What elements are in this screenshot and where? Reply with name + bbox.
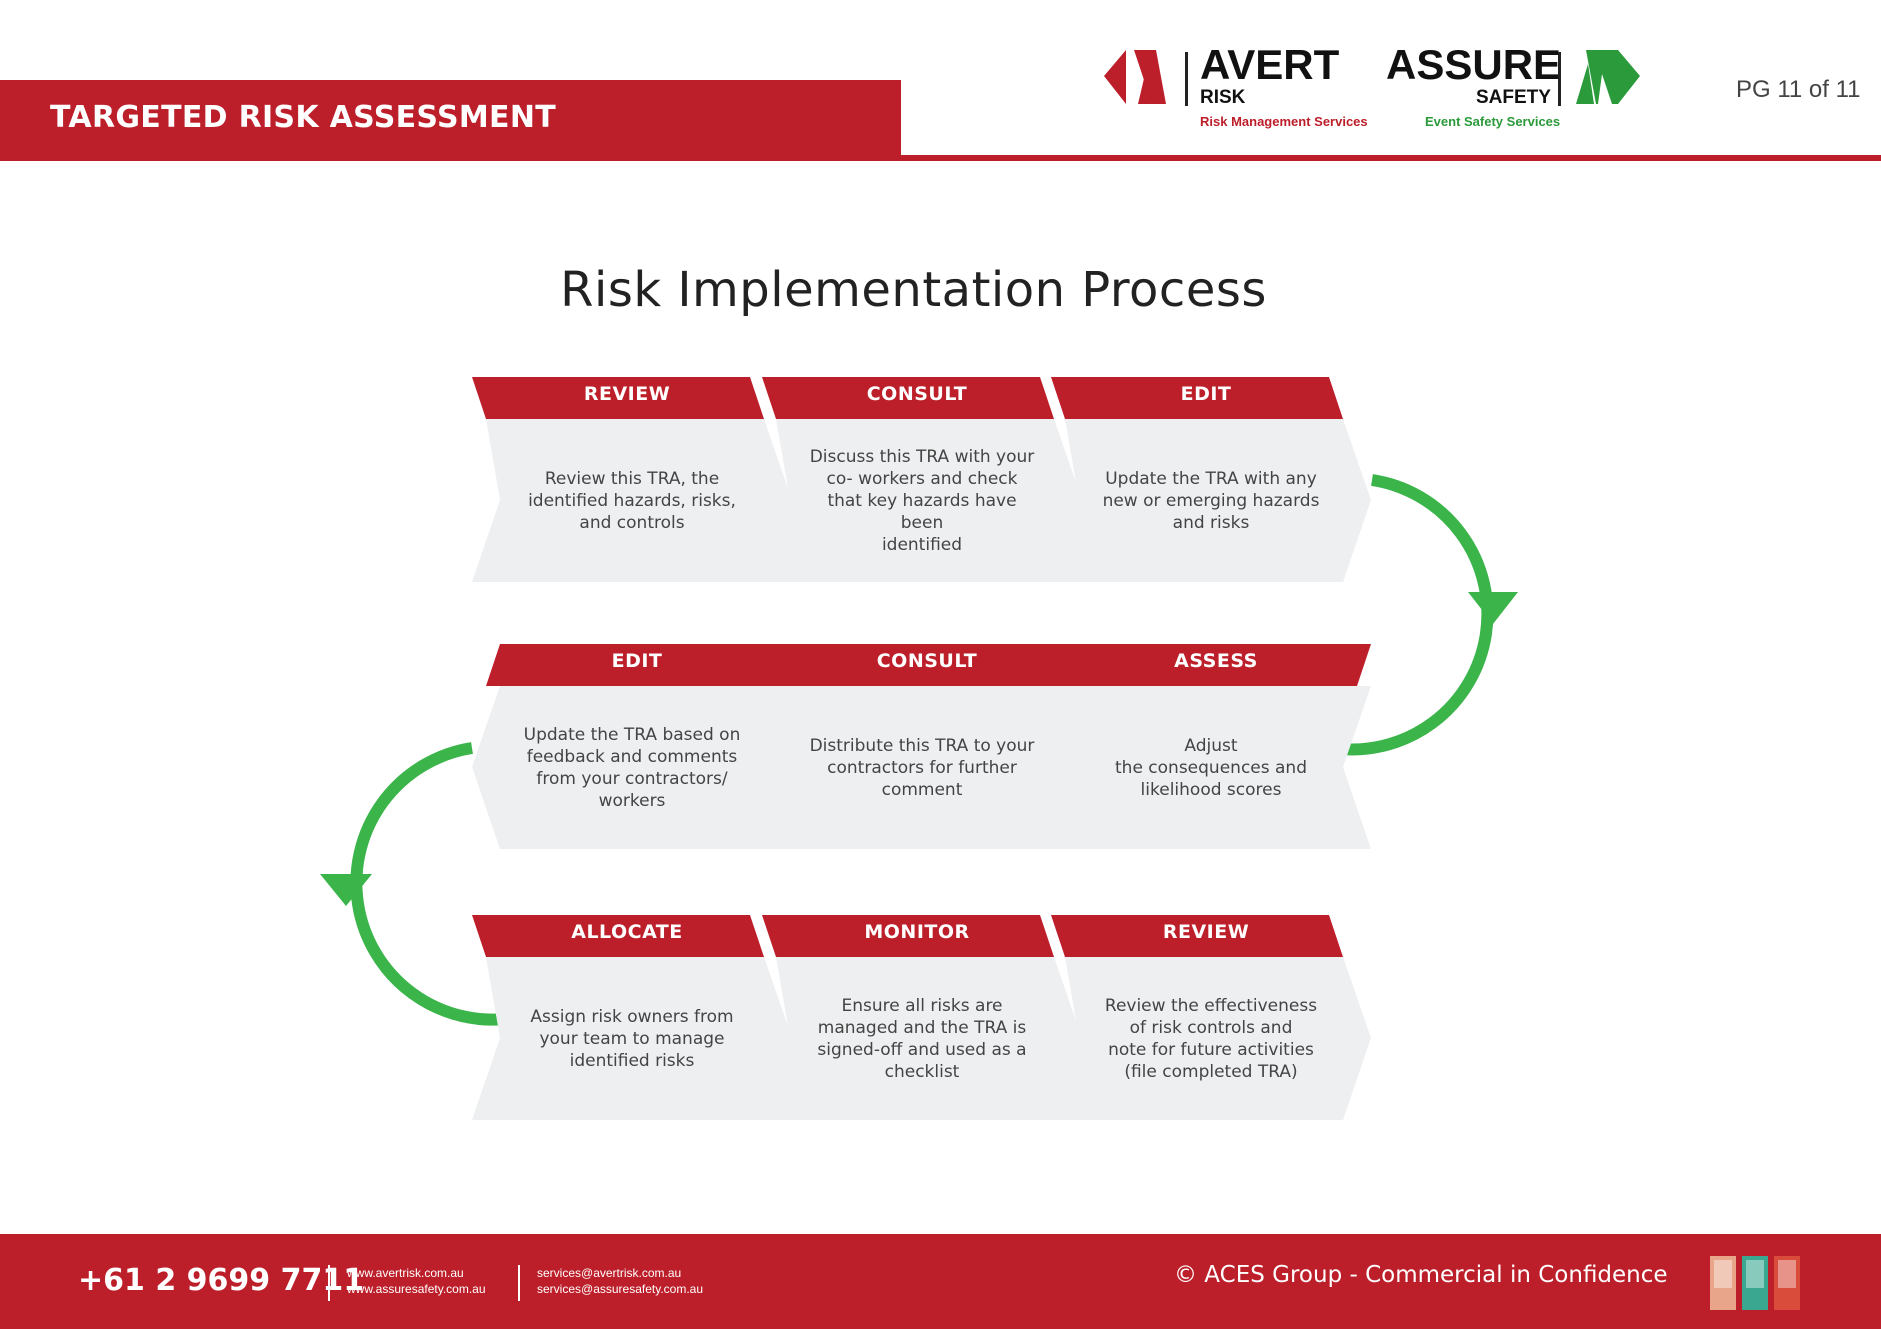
avert-logo-divider (1185, 52, 1188, 106)
step-heading: REVIEW (1162, 921, 1250, 943)
step-heading: CONSULT (866, 383, 968, 405)
step-shape (1051, 377, 1371, 582)
step-shape (762, 915, 1082, 1120)
step-shape (762, 377, 1082, 582)
footer-link-avert-email[interactable]: services@avertrisk.com.au (537, 1266, 682, 1280)
step-review-2: REVIEW Review the effectiveness of risk … (1051, 915, 1371, 1120)
header-band (0, 80, 901, 161)
step-heading: ALLOCATE (571, 921, 683, 943)
step-description: Update the TRA based on feedback and com… (523, 724, 741, 811)
step-heading: MONITOR (864, 921, 970, 943)
step-allocate: ALLOCATE Assign risk owners from your te… (472, 915, 792, 1120)
step-shape (1051, 915, 1371, 1120)
footer-divider (518, 1265, 520, 1301)
step-description: Distribute this TRA to your contractors … (809, 735, 1035, 800)
assure-logo-divider (1558, 52, 1561, 106)
connector-left-arrow (350, 742, 515, 1026)
avert-logo-tagline: Risk Management Services (1200, 114, 1368, 129)
step-shape (472, 644, 792, 849)
step-description: Review the effectiveness of risk control… (1104, 995, 1318, 1082)
step-heading: CONSULT (876, 650, 978, 672)
assure-logo-icon (1572, 50, 1642, 110)
step-monitor: MONITOR Ensure all risks are managed and… (762, 915, 1082, 1120)
avert-logo-icon (1104, 50, 1174, 110)
avert-logo-sub: RISK (1200, 87, 1246, 108)
step-description: Discuss this TRA with your co- workers a… (809, 446, 1035, 555)
step-edit-2: EDIT Update the TRA based on feedback an… (472, 644, 792, 849)
step-shape (472, 915, 792, 1120)
step-description: Adjust the consequences and likelihood s… (1115, 735, 1307, 800)
footer-link-assure-email[interactable]: services@assuresafety.com.au (537, 1282, 704, 1296)
arrowhead-left-icon (320, 874, 372, 906)
step-description: Assign risk owners from your team to man… (530, 1006, 734, 1071)
step-description: Ensure all risks are managed and the TRA… (817, 995, 1027, 1082)
document-header-title: TARGETED RISK ASSESSMENT (50, 100, 556, 135)
assure-logo-name: ASSURE (1386, 41, 1562, 88)
footer-divider (328, 1265, 330, 1301)
step-review-1: REVIEW Review this TRA, the identified h… (472, 377, 792, 582)
step-consult-2: CONSULT Distribute this TRA to your cont… (762, 644, 1082, 849)
step-shape (1051, 644, 1371, 849)
footer-band (0, 1234, 1881, 1329)
step-description: Update the TRA with any new or emerging … (1102, 468, 1320, 533)
step-heading: EDIT (1180, 383, 1232, 405)
avert-logo-name: AVERT (1200, 41, 1340, 88)
step-consult-1: CONSULT Discuss this TRA with your co- w… (762, 377, 1082, 582)
step-heading: EDIT (611, 650, 663, 672)
page-title: Risk Implementation Process (560, 262, 1267, 318)
arrowhead-right-icon (1468, 592, 1518, 624)
footer-copyright: © ACES Group - Commercial in Confidence (1174, 1262, 1668, 1288)
step-shape (762, 644, 1082, 849)
footer-websites: www.avertrisk.com.au www.assuresafety.co… (347, 1265, 486, 1297)
footer-link-avert-web[interactable]: www.avertrisk.com.au (347, 1266, 464, 1280)
flow-arrows (320, 474, 1518, 1026)
step-assess: ASSESS Adjust the consequences and likel… (1051, 644, 1371, 849)
step-shape (472, 377, 792, 582)
step-heading: ASSESS (1174, 650, 1258, 672)
assure-logo-sub: SAFETY (1476, 87, 1551, 108)
footer-phone: +61 2 9699 7711 (78, 1263, 365, 1298)
certification-badges-icon (1708, 1254, 1804, 1316)
header-rule (901, 155, 1881, 161)
assure-logo-tagline: Event Safety Services (1425, 114, 1561, 129)
footer-emails: services@avertrisk.com.au services@assur… (537, 1265, 703, 1297)
page-number: PG 11 of 11 (1736, 76, 1861, 103)
step-edit-1: EDIT Update the TRA with any new or emer… (1051, 377, 1371, 582)
footer-link-assure-web[interactable]: www.assuresafety.com.au (347, 1282, 486, 1296)
step-description: Review this TRA, the identified hazards,… (528, 468, 736, 533)
step-heading: REVIEW (583, 383, 671, 405)
connector-right-arrow (1331, 474, 1494, 756)
